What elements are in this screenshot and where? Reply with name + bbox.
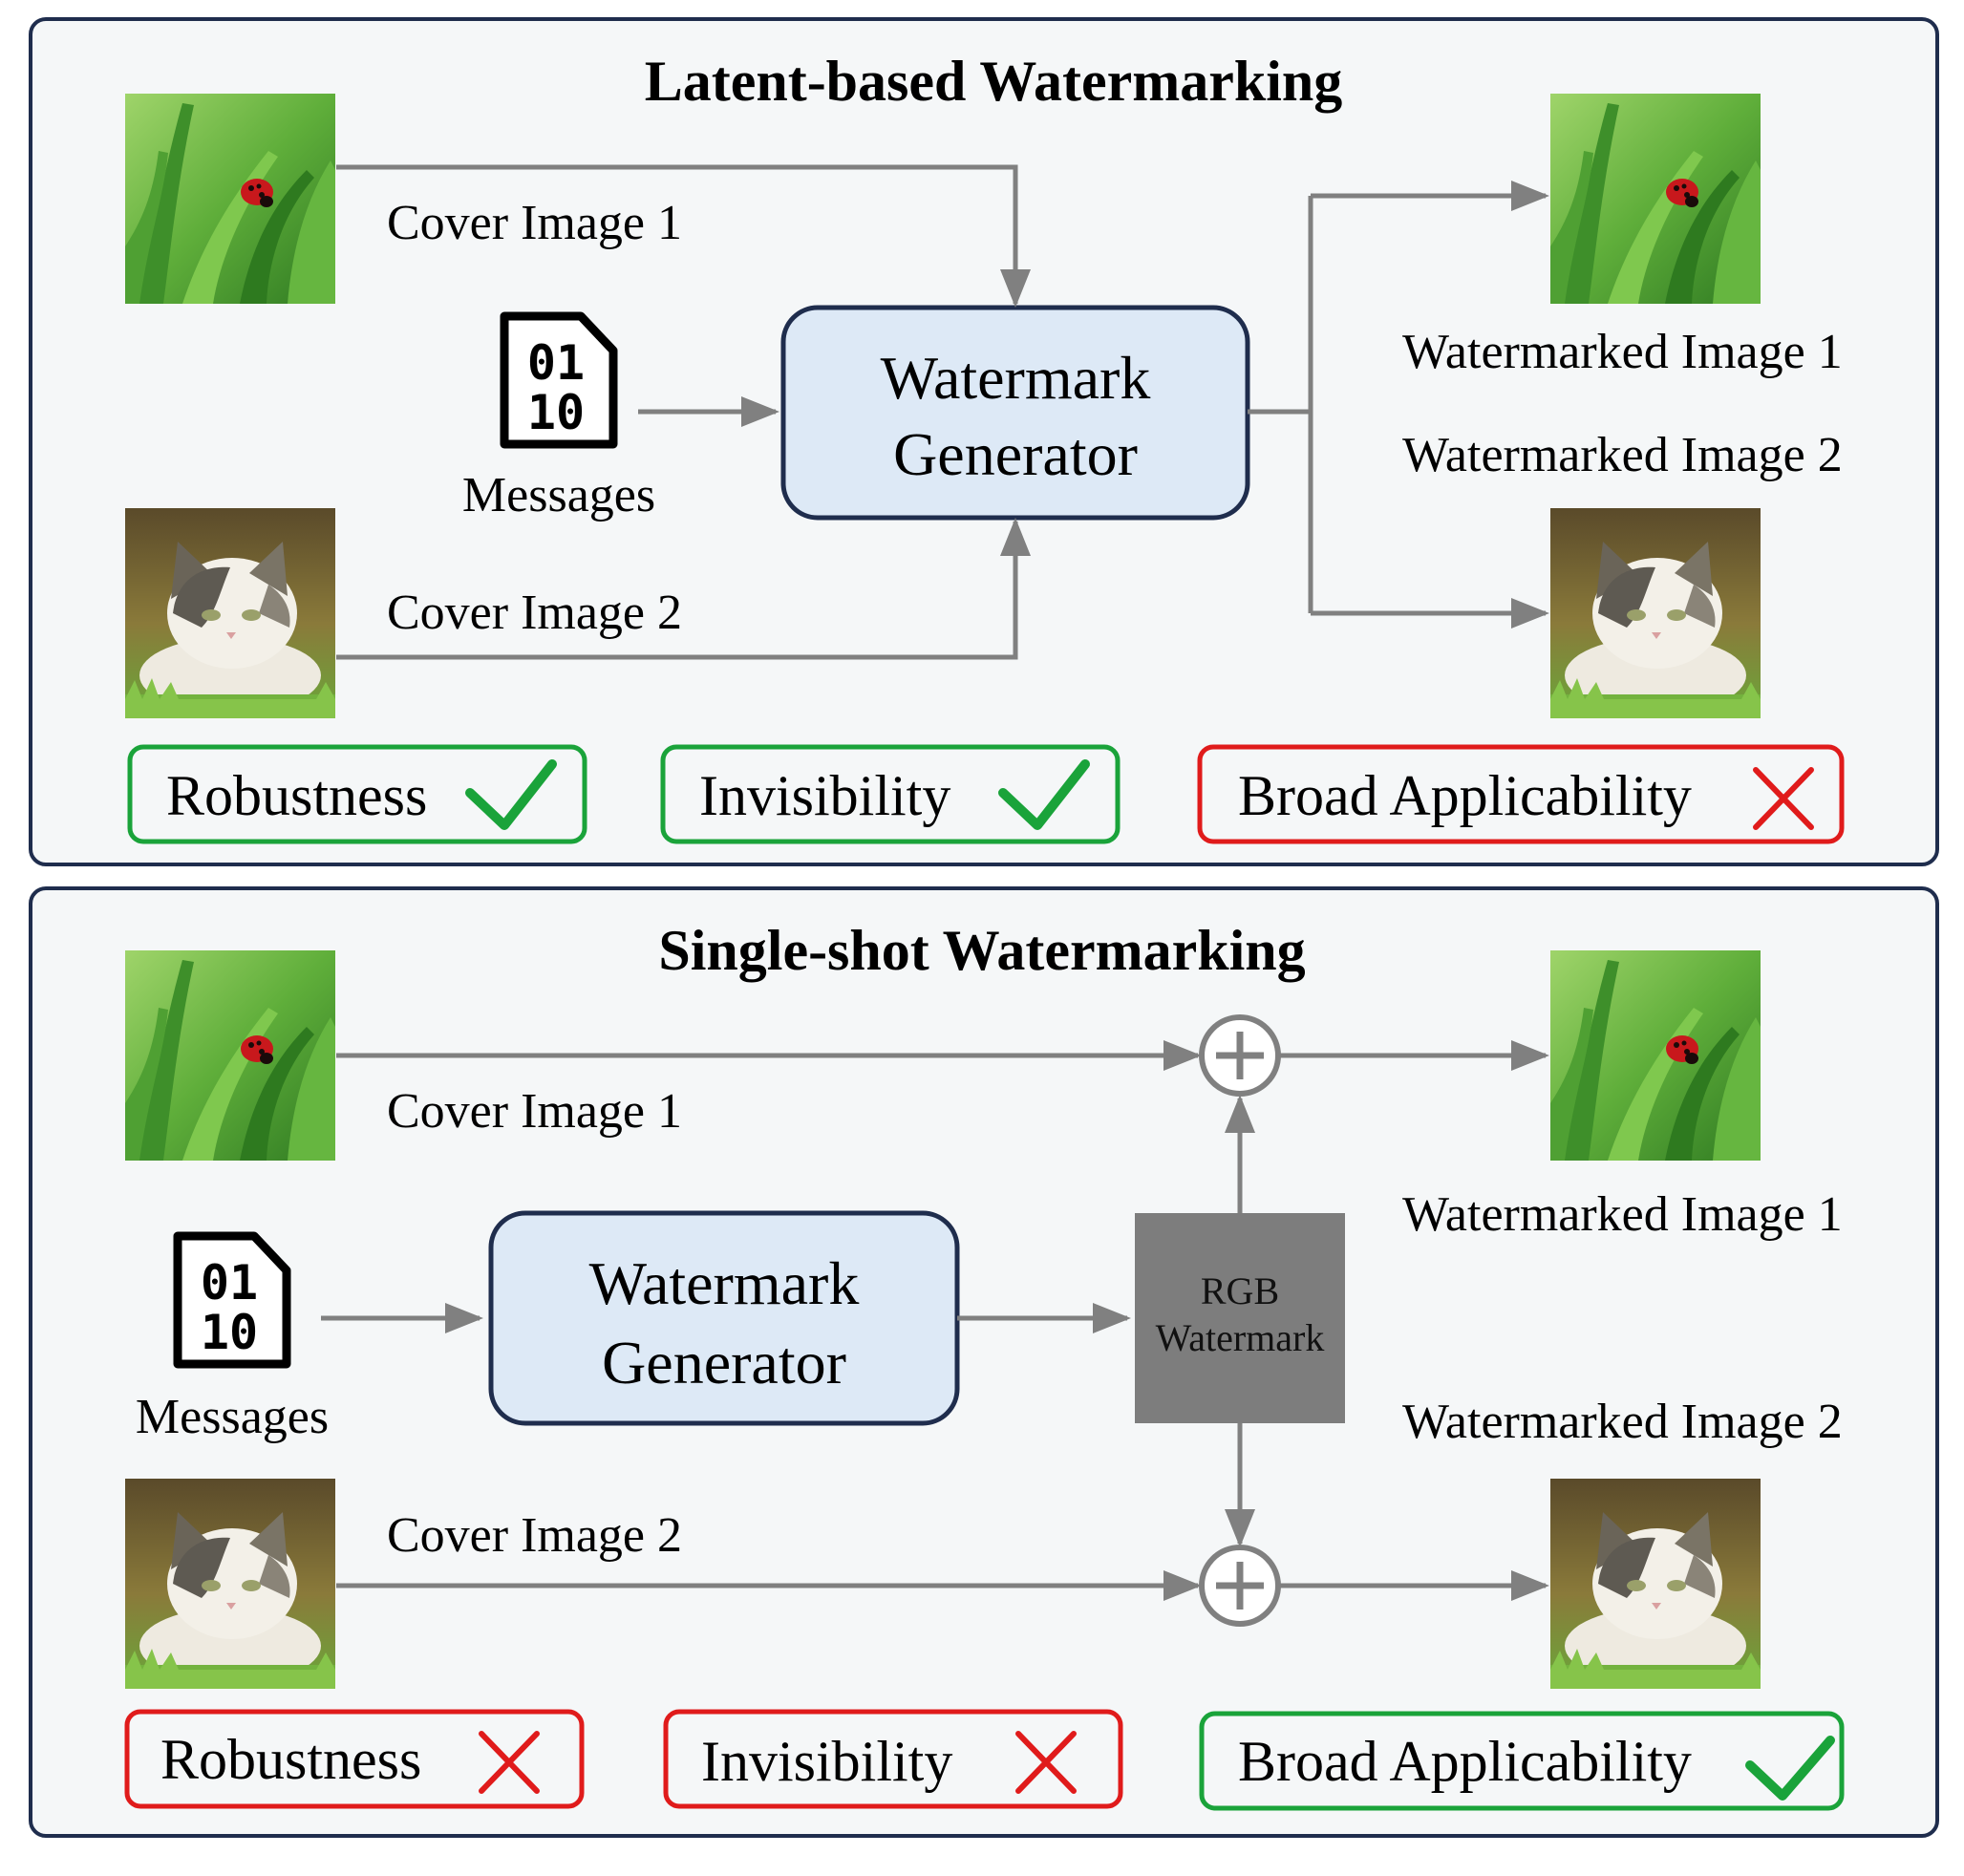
property-label: Robustness — [160, 1728, 421, 1791]
property-label: Invisibility — [699, 764, 950, 827]
property-badge-broad-applicability: Broad Applicability — [1197, 744, 1845, 844]
badge-frame — [1199, 1711, 1845, 1811]
cross-icon — [1753, 767, 1814, 830]
add-operator-2 — [1199, 1545, 1281, 1627]
property-label: Robustness — [166, 764, 427, 827]
badge-frame — [663, 1709, 1123, 1809]
messages-file-icon: 01 10 — [504, 316, 613, 444]
property-badge-robustness: Robustness — [124, 1709, 585, 1809]
generator-label-line-1: Watermark — [881, 344, 1151, 412]
generator-label-line-2: Generator — [602, 1329, 846, 1396]
cover-image-2-label: Cover Image 2 — [387, 586, 682, 640]
watermarked-image-2-thumbnail — [1550, 1479, 1761, 1689]
badge-frame — [660, 744, 1121, 844]
generator-label-line-1: Watermark — [589, 1249, 860, 1317]
property-label: Invisibility — [701, 1730, 952, 1793]
badge-frame — [127, 744, 587, 844]
property-label: Broad Applicability — [1238, 1730, 1692, 1793]
single-shot-panel: Single-shot Watermarking Cover Image 1 C… — [29, 886, 1939, 1838]
property-label: Broad Applicability — [1238, 764, 1692, 827]
cover-image-1-label: Cover Image 1 — [387, 196, 682, 250]
watermarked-image-1-label: Watermarked Image 1 — [1402, 325, 1843, 379]
property-badge-robustness: Robustness — [127, 744, 587, 844]
check-icon — [465, 759, 557, 830]
bits-row-2: 10 — [527, 385, 585, 440]
messages-label: Messages — [462, 468, 655, 522]
messages-label: Messages — [136, 1390, 329, 1444]
watermarked-image-1-thumbnail — [1550, 94, 1761, 304]
rgb-watermark-block — [1135, 1213, 1345, 1423]
watermarked-image-2-label: Watermarked Image 2 — [1402, 428, 1843, 482]
arrow-cover2-to-generator — [336, 518, 1031, 660]
bits-row-1: 01 — [527, 335, 585, 391]
property-badge-invisibility: Invisibility — [663, 1709, 1123, 1809]
rgb-watermark-label-line-2: Watermark — [1156, 1316, 1325, 1359]
check-icon — [998, 759, 1090, 830]
watermarked-image-2-thumbnail — [1550, 508, 1761, 718]
arrow-cover1-to-generator — [336, 164, 1031, 308]
cover-image-1-thumbnail — [125, 94, 335, 304]
cover-image-2-thumbnail — [125, 1479, 335, 1689]
watermarked-image-1-label: Watermarked Image 1 — [1402, 1187, 1843, 1242]
cover-image-1-thumbnail — [125, 950, 335, 1161]
panel-title: Latent-based Watermarking — [645, 50, 1343, 113]
watermarked-image-2-label: Watermarked Image 2 — [1402, 1395, 1843, 1449]
bits-row-2: 10 — [201, 1305, 258, 1360]
plus-icon — [1216, 1032, 1264, 1079]
messages-file-icon: 01 10 — [178, 1236, 287, 1364]
panel-title: Single-shot Watermarking — [658, 919, 1305, 982]
rgb-watermark-label-line-1: RGB — [1201, 1269, 1279, 1312]
cross-icon — [1015, 1731, 1077, 1794]
watermarked-image-1-thumbnail — [1550, 950, 1761, 1161]
check-icon — [1745, 1736, 1835, 1801]
bits-row-1: 01 — [201, 1255, 258, 1311]
property-badge-broad-applicability: Broad Applicability — [1199, 1711, 1845, 1811]
property-badge-invisibility: Invisibility — [660, 744, 1121, 844]
cross-icon — [479, 1731, 540, 1794]
add-operator-1 — [1199, 1014, 1281, 1097]
badge-frame — [124, 1709, 585, 1809]
panel-frame — [29, 886, 1939, 1838]
badge-frame — [1197, 744, 1845, 844]
cover-image-1-label: Cover Image 1 — [387, 1084, 682, 1139]
cover-image-2-thumbnail — [125, 508, 335, 718]
cover-image-2-label: Cover Image 2 — [387, 1508, 682, 1563]
generator-label-line-2: Generator — [893, 420, 1138, 488]
latent-based-panel: Latent-based Watermarking Cover Image 1 … — [29, 17, 1939, 866]
plus-icon — [1216, 1562, 1264, 1610]
